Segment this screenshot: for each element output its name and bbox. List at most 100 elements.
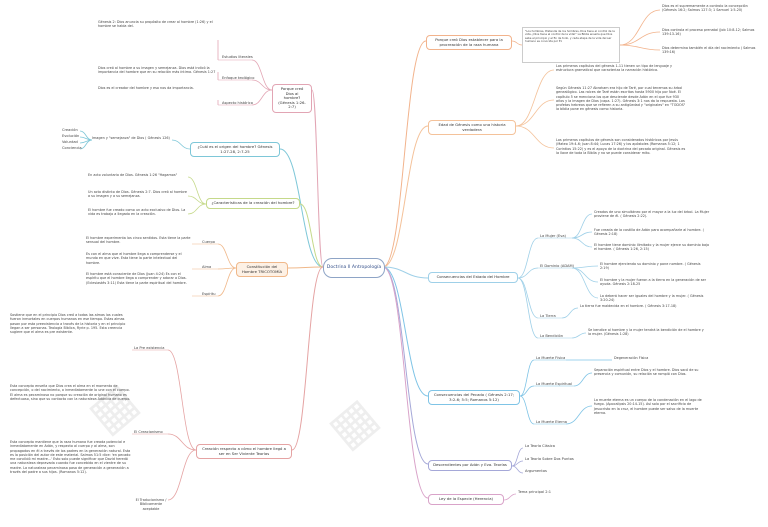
connector-line xyxy=(79,136,93,141)
branch-theories[interactable]: Creación respecto a cómo el hombre llegó… xyxy=(196,444,292,460)
connector-line xyxy=(217,267,237,297)
state-node-5: El hombre y la mujer fueron a la tierra … xyxy=(600,278,707,287)
const-label-3: Espíritu xyxy=(202,292,216,296)
cons-label-1: La Muerte Física xyxy=(536,356,566,360)
connector-line xyxy=(571,237,593,248)
state-label-2: El Dominio (ADAM) xyxy=(540,264,575,268)
char-node-1: En acto voluntario de Dios. Génesis 1:26… xyxy=(88,173,178,177)
connector-line xyxy=(515,99,555,127)
state-label-3: La Tierra xyxy=(540,314,556,318)
connector-line xyxy=(519,385,535,397)
connector-line xyxy=(167,349,197,451)
creation-label-2: Enfoque teológico xyxy=(222,76,255,80)
connector-line xyxy=(511,40,523,46)
connector-line xyxy=(511,465,524,474)
creation-node-1: Génesis 2: Dios anuncia su propósito de … xyxy=(98,20,213,29)
theory-label-3: El Traducionismo / Biblicamente aceptabl… xyxy=(135,498,167,511)
origin-node: Imagen y "semejanza" de Dios ( Génesis 1… xyxy=(92,136,170,140)
branch-characteristics[interactable]: ¿Características de la creación del homb… xyxy=(206,198,300,209)
purpose-node-2: Dios controla el proceso prenatal (Job 1… xyxy=(662,28,755,37)
creation-label-3: Aspecto histórico xyxy=(222,101,253,105)
state-node-7: La tierra fue maldecida en el hombre. ( … xyxy=(580,304,677,308)
connector-line xyxy=(79,139,93,150)
connector-line xyxy=(171,139,191,150)
desc-item-3: Argumentos xyxy=(525,469,547,473)
state-node-2: Fue creada de la costilla de Adán para a… xyxy=(594,228,704,237)
desc-item-1: La Teoría Clásica xyxy=(525,444,555,448)
branch-origin[interactable]: ¿Cuál es el origen del hombre? Génesis 1… xyxy=(190,142,280,158)
origin-item-3: Voluntad xyxy=(62,140,78,144)
state-node-8: Se bendice al hombre y la mujer tendrá l… xyxy=(588,328,704,337)
origin-item-1: Creación xyxy=(62,128,78,132)
connector-line xyxy=(299,203,324,268)
connector-line xyxy=(279,148,324,268)
connector-line xyxy=(187,176,207,205)
branch-creation[interactable]: Porque creó Dios al hombre? (Génesis 1:2… xyxy=(272,84,312,113)
connector-line xyxy=(382,125,429,268)
creation-node-3: Dios es el creador del hombre y eso nos … xyxy=(98,86,194,90)
cons-label-3: La Muerte Eterna xyxy=(536,420,567,424)
state-label-1: La Mujer (Eva) xyxy=(540,234,566,238)
connector-line xyxy=(311,89,324,268)
branch-state[interactable]: Consecuencias del Estado del Hombre xyxy=(428,272,518,283)
purpose-box: "Los hombres, Pretende de los hombres, D… xyxy=(522,27,620,63)
branch-descendants[interactable]: Descendientes por Adán y Eva. Teorías xyxy=(428,460,512,471)
connector-line xyxy=(517,237,539,279)
connector-line xyxy=(382,40,427,268)
state-label-4: La Bendición xyxy=(540,334,564,338)
char-node-2: Un acto distinto de Dios. Génesis 2:7. D… xyxy=(88,190,187,199)
cons-node-1: Degeneración Física xyxy=(614,356,649,360)
origin-item-4: Conciencia xyxy=(62,146,82,150)
connector-line xyxy=(561,307,579,319)
connector-line xyxy=(251,59,273,91)
connector-line xyxy=(515,125,555,149)
central-topic[interactable]: Doctrina Il Antropología xyxy=(323,258,385,278)
connector-line xyxy=(503,493,517,501)
branch-purpose[interactable]: Porque creó Dios establecer para la proc… xyxy=(426,35,512,51)
state-node-6: La deberá hacer ser iguales del hombre y… xyxy=(600,294,704,303)
connector-line xyxy=(382,266,429,397)
cons-node-3: La muerte eterna es un cuerpo de la cond… xyxy=(594,398,702,415)
connector-line xyxy=(517,277,539,319)
connector-line xyxy=(167,449,197,501)
connector-line xyxy=(382,266,429,279)
cons-node-2: Separación espiritual entre Dios y el ho… xyxy=(594,368,699,377)
branch-law[interactable]: Ley de la Especie (Herencia) xyxy=(428,494,504,505)
connector-line xyxy=(515,69,555,127)
theory-node-3: Esta concepto mantiene que la raza human… xyxy=(10,440,131,475)
state-node-3: El hombre tiene dominio ilimitado y la m… xyxy=(594,243,710,252)
char-node-3: El hombre fue creado como un acto exclus… xyxy=(88,208,186,217)
connector-line xyxy=(217,243,237,269)
age-node-2: Según Génesis 11:27 Abraham era hijo de … xyxy=(556,86,686,112)
connector-line xyxy=(571,267,599,299)
const-label-2: Alma xyxy=(202,265,212,269)
connector-line xyxy=(573,372,593,387)
origin-item-2: Evolución xyxy=(62,134,80,138)
connector-line xyxy=(382,266,429,499)
connector-line xyxy=(619,31,661,46)
age-node-1: Los primeros capítulos del génesis 1-11 … xyxy=(556,64,673,73)
state-node-4: El hombre ejerciendo su dominio y pone n… xyxy=(600,262,701,271)
branch-constitution[interactable]: Constitución del Hombre TRICOTOMÍA xyxy=(236,262,288,278)
creation-node-2: Dios creó al hombre a su imagen y semeja… xyxy=(98,66,216,75)
connector-line xyxy=(167,433,197,451)
law-item: Tema principal 2:1 xyxy=(518,490,552,494)
connector-line xyxy=(519,359,535,397)
connector-line xyxy=(619,9,661,46)
const-node-2: Es con el alma que el hombre llega a com… xyxy=(86,252,182,265)
branch-consequences[interactable]: Consecuencias del Pecado ( Génesis 2:17;… xyxy=(428,390,520,406)
state-node-1: Creados de uno simultáneo por el mayor a… xyxy=(594,210,710,219)
purpose-node-1: Dios es el supremamente a controlo la co… xyxy=(662,4,748,13)
connector-line xyxy=(571,213,593,239)
theory-node-1: Sostiene que en el principio Dios creó a… xyxy=(10,313,126,335)
theory-node-2: Esta concepto enseña que Dios crea el al… xyxy=(10,384,131,401)
connector-line xyxy=(519,395,535,425)
const-node-3: El hombre está consciente de Dios (Juan … xyxy=(86,272,187,285)
connector-line xyxy=(287,266,324,269)
connector-line xyxy=(517,277,539,339)
branch-age[interactable]: Edad de Génesis como una historia verdad… xyxy=(428,120,516,136)
creation-label-1: Estudios literales xyxy=(222,55,253,59)
purpose-node-3: Dios determina también el día del nacimi… xyxy=(662,46,756,55)
connector-line xyxy=(571,267,599,283)
